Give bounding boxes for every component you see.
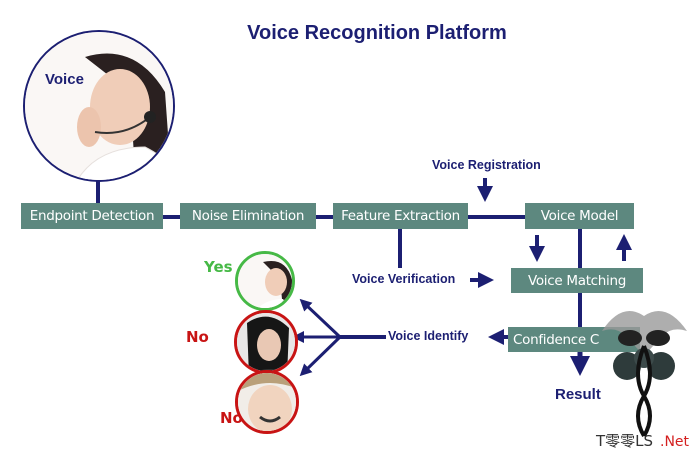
endpoint-detection-box: Endpoint Detection <box>21 203 163 229</box>
result-label: Result <box>555 386 601 403</box>
voice-matching-box: Voice Matching <box>511 268 643 293</box>
outcome-no-label-2: No <box>220 409 243 427</box>
match-no-photo-2 <box>235 370 299 434</box>
match-no-photo-1 <box>234 310 298 374</box>
outcome-no-label-1: No <box>186 328 209 346</box>
svg-text:T零零LS: T零零LS <box>595 432 653 450</box>
voice-input-photo <box>23 30 175 182</box>
confidence-box: Confidence C <box>508 327 640 352</box>
match-yes-photo <box>235 251 295 311</box>
outcome-yes-label: Yes <box>204 258 233 276</box>
voice-registration-label: Voice Registration <box>432 158 541 172</box>
voice-verification-label: Voice Verification <box>352 272 456 286</box>
svg-text:.Net: .Net <box>660 434 690 450</box>
operator-photo-icon <box>25 32 173 180</box>
voice-model-box: Voice Model <box>525 203 634 229</box>
voice-input-label: Voice <box>45 71 84 88</box>
voice-identify-label: Voice Identify <box>388 329 469 343</box>
watermark-logo: T零零LS .Net <box>595 311 690 450</box>
page-title: Voice Recognition Platform <box>247 22 507 44</box>
feature-extraction-box: Feature Extraction <box>333 203 468 229</box>
noise-elimination-box: Noise Elimination <box>180 203 316 229</box>
